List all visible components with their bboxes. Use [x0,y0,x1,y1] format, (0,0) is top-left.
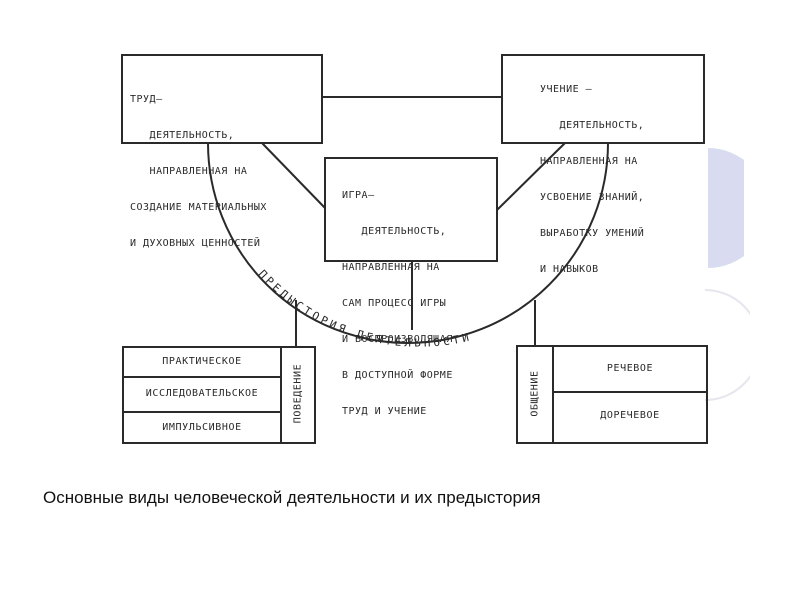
learning-box [501,54,705,144]
communication-label: ОБЩЕНИЕ [529,370,541,417]
work-line: И ДУХОВНЫХ ЦЕННОСТЕЙ [130,238,261,249]
behavior-label: ПОВЕДЕНИЕ [292,363,304,424]
learning-line: И НАВЫКОВ [540,264,599,275]
play-box [324,157,498,262]
communication-item: РЕЧЕВОЕ [606,363,654,374]
work-line: ТРУД— [130,94,163,105]
play-line: ДЕЯТЕЛЬНОСТЬ, [342,226,447,237]
connector-learning-play [496,142,566,211]
connector-work-play [261,142,326,209]
arc-label: ПРЕДЫСТОРИЯ ДЕЯТЕЛЬНОСТИ [256,267,470,349]
play-line: В ДОСТУПНОЙ ФОРМЕ [342,370,453,381]
prehistory-arc [207,142,609,344]
work-box-text: ТРУД— ДЕЯТЕЛЬНОСТЬ, НАПРАВЛЕННАЯ НА СОЗД… [130,70,267,274]
work-line: ДЕЯТЕЛЬНОСТЬ, [130,130,235,141]
work-line: НАПРАВЛЕННАЯ НА [130,166,248,177]
play-line: САМ ПРОЦЕСС ИГРЫ [342,298,447,309]
decorative-circle [708,148,744,268]
play-line: И ВОСПРОИЗВОДЯЩАЯ [342,334,453,345]
slide-caption: Основные виды человеческой деятельности … [43,488,541,507]
behavior-item: ПРАКТИЧЕСКОЕ [162,356,242,367]
learning-line: УСВОЕНИЕ ЗНАНИЙ, [540,192,645,203]
play-box-text: ИГРА— ДЕЯТЕЛЬНОСТЬ, НАПРАВЛЕННАЯ НА САМ … [342,166,453,442]
decorative-arc [704,289,750,401]
learning-line: НАПРАВЛЕННАЯ НА [540,156,638,167]
learning-line: ДЕЯТЕЛЬНОСТЬ, [540,120,645,131]
learning-line: ВЫРАБОТКУ УМЕНИЙ [540,228,645,239]
communication-table [516,345,708,444]
behavior-item: ИССЛЕДОВАТЕЛЬСКОЕ [145,388,259,399]
svg-text:ПРЕДЫСТОРИЯ ДЕЯТЕЛЬНОСТИ: ПРЕДЫСТОРИЯ ДЕЯТЕЛЬНОСТИ [256,267,473,349]
learning-line: УЧЕНИЕ — [540,84,593,95]
work-box [121,54,323,144]
play-line: НАПРАВЛЕННАЯ НА [342,262,440,273]
behavior-table [122,346,316,444]
play-line: ТРУД И УЧЕНИЕ [342,406,427,417]
play-line: ИГРА— [342,190,375,201]
learning-box-text: УЧЕНИЕ — ДЕЯТЕЛЬНОСТЬ, НАПРАВЛЕННАЯ НА У… [540,60,644,300]
communication-item: ДОРЕЧЕВОЕ [600,410,660,421]
work-line: СОЗДАНИЕ МАТЕРИАЛЬНЫХ [130,202,267,213]
behavior-item: ИМПУЛЬСИВНОЕ [162,422,242,433]
